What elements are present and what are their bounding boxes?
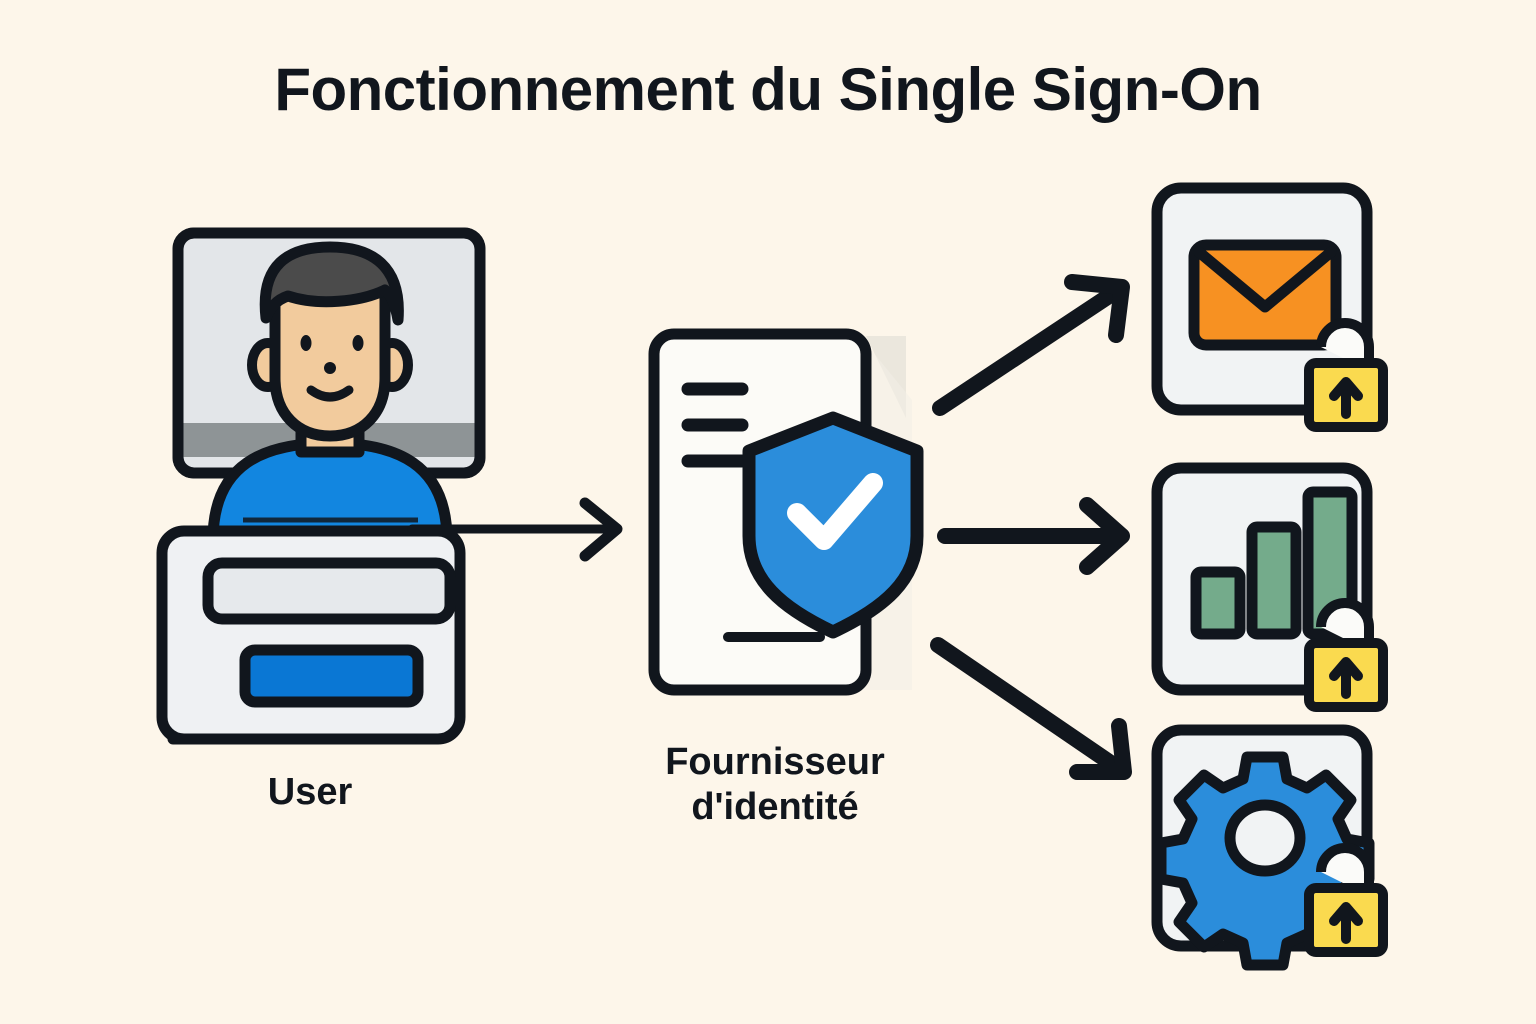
app-card-analytics[interactable]: [1151, 462, 1388, 712]
shield-check-icon: [742, 411, 924, 639]
login-submit-button[interactable]: [239, 644, 424, 708]
user-label: User: [267, 771, 353, 813]
app-card-settings[interactable]: [1151, 724, 1388, 971]
identity-provider-label: Fournisseur d'identité: [665, 741, 885, 828]
arrow-idp-to-settings: [930, 637, 1132, 780]
padlock-up-arrow-icon: [1304, 318, 1388, 432]
login-input-field[interactable]: [202, 557, 456, 625]
padlock-up-arrow-icon: [1304, 598, 1388, 712]
arrow-user-to-idp: [407, 497, 623, 562]
app-card-email[interactable]: [1151, 182, 1388, 432]
padlock-up-arrow-icon: [1304, 843, 1388, 957]
arrow-idp-to-analytics: [937, 497, 1130, 575]
page-title: Fonctionnement du Single Sign-On: [274, 56, 1262, 123]
envelope-icon: [1188, 239, 1342, 351]
arrow-idp-to-email: [932, 274, 1130, 416]
